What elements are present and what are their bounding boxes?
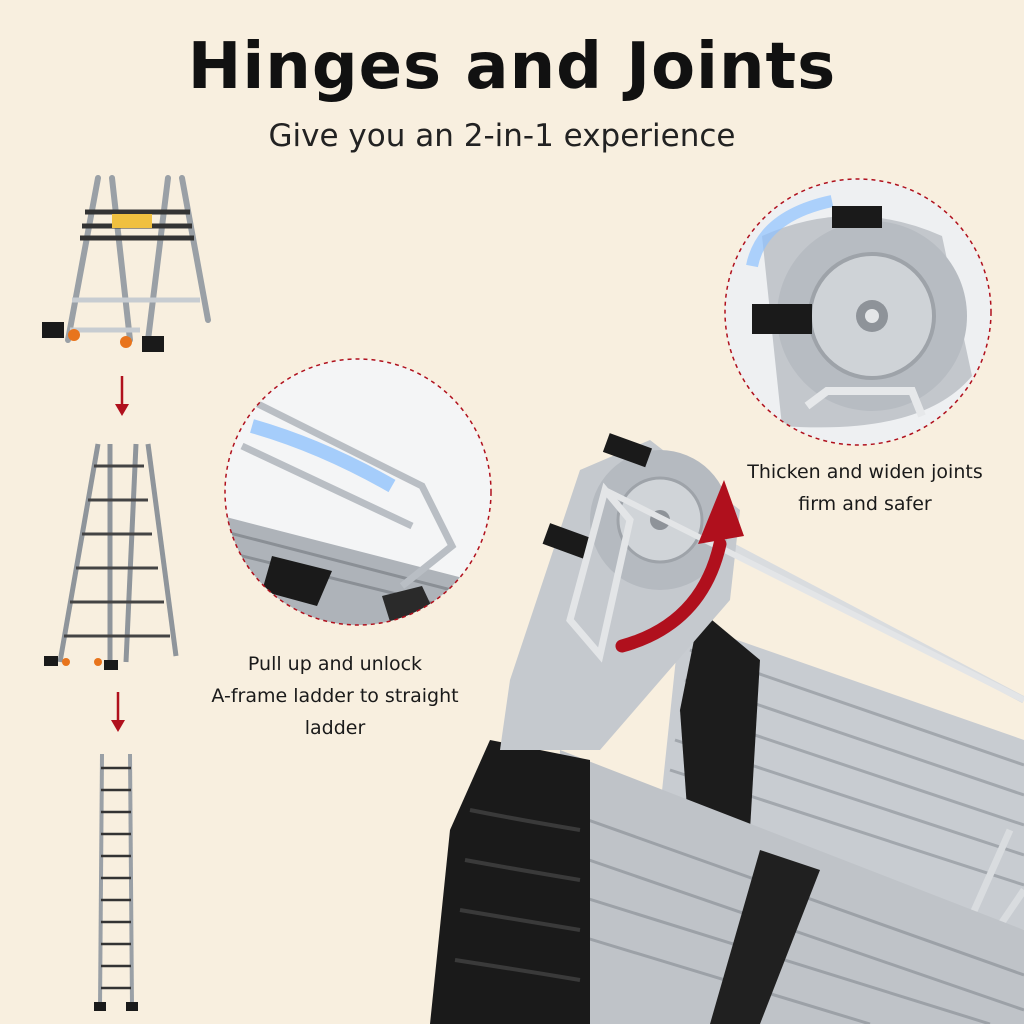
joint-caption: Thicken and widen joints firm and safer: [740, 456, 990, 520]
page-subtitle: Give you an 2-in-1 experience: [268, 118, 736, 154]
unlock-caption: Pull up and unlock A-frame ladder to str…: [190, 648, 480, 744]
straight-a-ladder-image: [44, 443, 179, 670]
rotate-arrow-icon: [615, 480, 744, 653]
hinge-closeup-image: [430, 433, 1024, 1024]
lock-detail-circle: [224, 358, 492, 626]
unlock-caption-line2: A-frame ladder to straight ladder: [211, 685, 459, 739]
joint-detail-circle: [724, 178, 992, 446]
down-arrow-icon: [115, 376, 129, 416]
joint-caption-line2: firm and safer: [798, 493, 932, 515]
unlock-caption-line1: Pull up and unlock: [247, 653, 423, 675]
joint-caption-line1: Thicken and widen joints: [747, 461, 983, 483]
down-arrow-icon: [111, 692, 125, 732]
page-title: Hinges and Joints: [187, 30, 837, 104]
a-frame-ladder-image: [42, 175, 211, 352]
straight-ladder-image: [94, 753, 138, 1011]
